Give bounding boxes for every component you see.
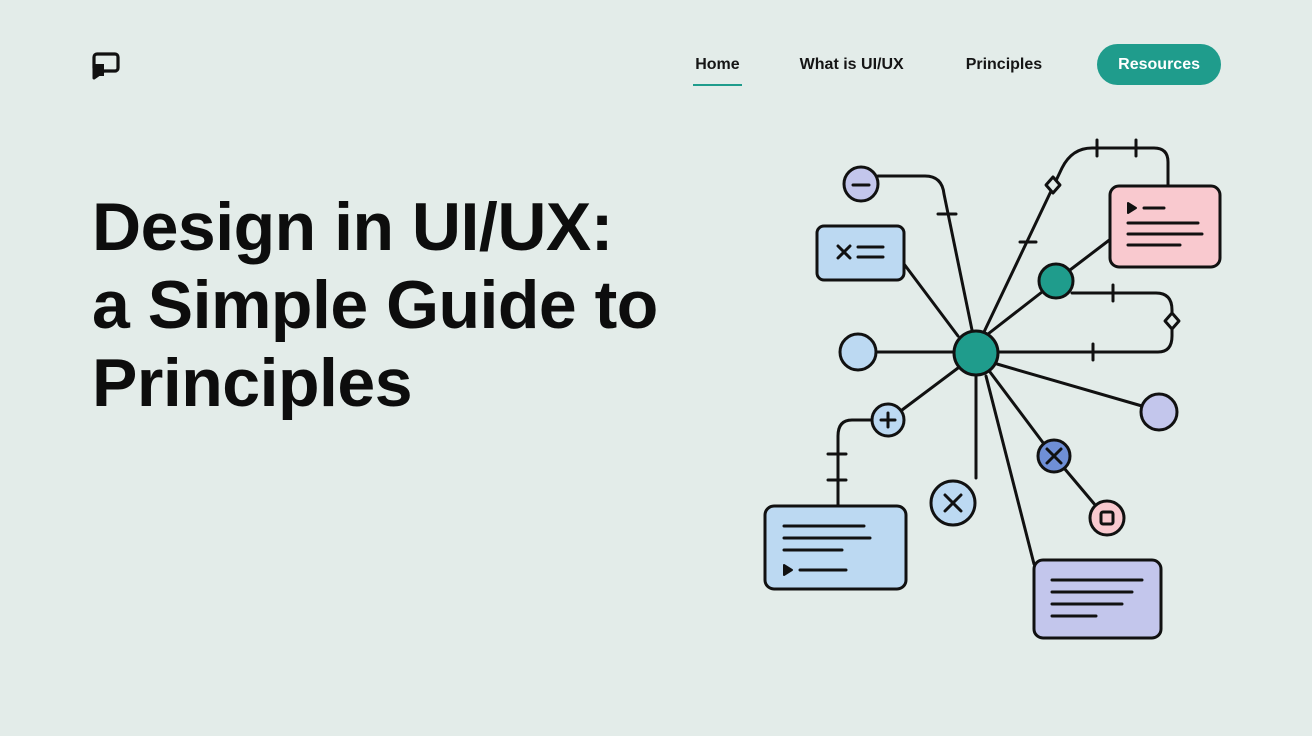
node-plus — [870, 402, 906, 438]
node-x-indigo — [1036, 438, 1072, 474]
node-teal-small — [1037, 262, 1075, 300]
node-bottom-right-box — [1032, 558, 1163, 640]
diamond-markers — [1044, 175, 1181, 331]
hero-title-line-2: a Simple Guide to — [92, 267, 658, 343]
nav-link-home[interactable]: Home — [693, 50, 743, 86]
node-list-box-blue — [815, 224, 906, 282]
nav-link-principles[interactable]: Principles — [965, 55, 1043, 73]
main-nav: Home What is UI/UX Principles Resources — [693, 44, 1221, 86]
chat-bubble-logo-icon[interactable] — [92, 52, 120, 80]
nav-link-what-is-ui-ux[interactable]: What is UI/UX — [799, 55, 904, 73]
node-bottom-left-box — [763, 504, 908, 591]
node-square-pink — [1088, 499, 1126, 537]
hero-title: Design in UI/UX: a Simple Guide to Princ… — [92, 188, 732, 422]
hero-title-line-3: Principles — [92, 345, 413, 421]
node-circle-left — [838, 332, 878, 372]
connector-lines — [826, 138, 1174, 566]
hero-title-line-1: Design in UI/UX: — [92, 189, 613, 265]
node-hub — [952, 329, 1000, 377]
resources-button[interactable]: Resources — [1097, 44, 1221, 85]
node-pink-box — [1108, 184, 1222, 269]
network-graph-illustration — [763, 138, 1222, 640]
node-minus — [842, 165, 880, 203]
node-circle-lavender-right — [1139, 392, 1179, 432]
node-x-light — [929, 479, 977, 527]
